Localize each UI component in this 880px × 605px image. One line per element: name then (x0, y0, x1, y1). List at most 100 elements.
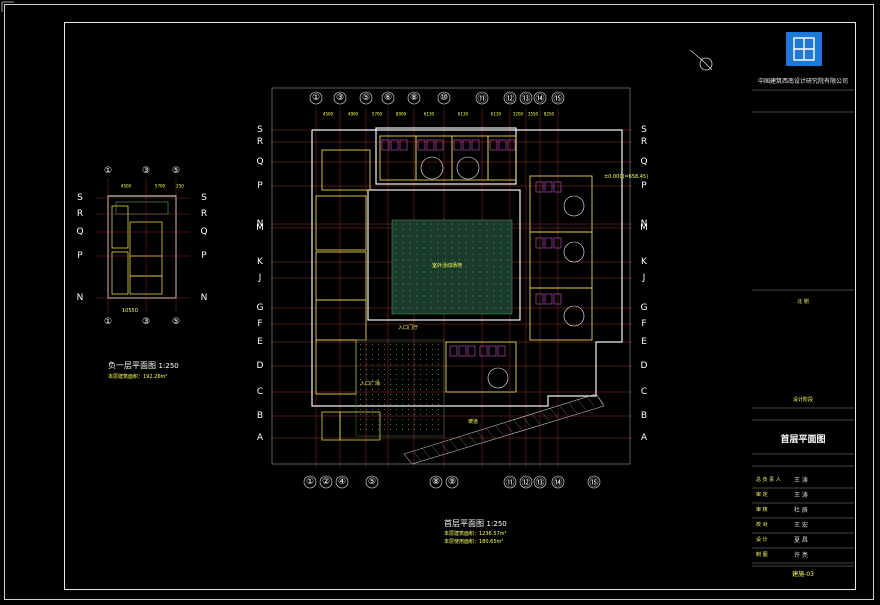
axis-label-left: G (256, 303, 264, 313)
titleblock-header: 北 侧 (797, 299, 809, 305)
main-plan-title: 首层平面图 (444, 519, 484, 528)
side-axis-left: Q (76, 227, 84, 237)
titleblock-field-label: 审 定 (756, 492, 768, 498)
axis-label-left: D (256, 361, 264, 371)
axis-label-right: M (640, 223, 648, 233)
side-axis-bottom: ① (103, 317, 113, 327)
titleblock-field-value: 许 亮 (794, 552, 808, 559)
axis-bubble-bottom (429, 475, 443, 489)
side-dimension: 4500 (120, 183, 132, 189)
side-axis-right: P (201, 251, 207, 261)
titleblock-field-label: 总 负 责 人 (756, 477, 781, 483)
axis-bubble-bottom (335, 475, 349, 489)
axis-label-left: M (256, 223, 264, 233)
side-area-line: 本层建筑面积：192.26m² (108, 374, 168, 380)
side-axis-top: ① (103, 166, 113, 176)
axis-label-left: J (258, 273, 262, 283)
titleblock-field-value: 王 宏 (794, 522, 808, 529)
titleblock-field-label: 制 图 (756, 552, 768, 558)
main-plan-scale: 1:250 (486, 520, 507, 528)
axis-label-right: D (640, 361, 648, 371)
title-block-lines (752, 89, 854, 567)
axis-label-top: ⑧ (409, 93, 419, 103)
axis-label-bottom: ⑭ (553, 478, 563, 489)
axis-bubble-top (503, 91, 517, 105)
axis-label-right: C (640, 387, 648, 397)
dimension-top: 8250 (543, 111, 555, 117)
sheet-number: 建施-03 (792, 571, 814, 578)
titleblock-field-value: 王 涛 (794, 477, 808, 484)
main-floor-plan (270, 87, 632, 489)
company-name: 中国建筑西南设计研究院有限公司 (757, 78, 848, 85)
axis-bubble-bottom (519, 475, 533, 489)
side-plan-scale: 1:250 (158, 362, 179, 370)
axis-bubble-top (533, 91, 547, 105)
axis-label-left: A (256, 433, 264, 443)
titleblock-field-value: 夏 昌 (794, 537, 808, 544)
axis-label-bottom: ④ (337, 477, 347, 487)
axis-label-right: F (641, 319, 647, 329)
axis-label-bottom: ⑤ (367, 477, 377, 487)
axis-label-top: ⑩ (439, 93, 449, 103)
axis-label-right: K (641, 257, 647, 267)
axis-label-bottom: ① (305, 477, 315, 487)
design-stage-stamp: 设计阶段 (792, 397, 813, 403)
side-plan-title: 负一层平面图 (108, 361, 156, 370)
axis-label-top: ⑥ (383, 93, 393, 103)
axis-label-top: ⑫ (505, 94, 515, 105)
axis-label-top: ③ (335, 93, 345, 103)
axis-label-right: R (640, 137, 648, 147)
drawing-outer-frame (4, 4, 874, 600)
axis-label-bottom: ② (321, 477, 331, 487)
axis-label-top: ⑮ (553, 94, 563, 105)
axis-label-right: S (641, 125, 647, 135)
dimension-top: 5700 (371, 111, 383, 117)
dimension-top: 3550 (527, 111, 539, 117)
side-axis-top: ⑤ (171, 166, 181, 176)
axis-label-top: ⑤ (361, 93, 371, 103)
axis-label-right: J (642, 273, 646, 283)
axis-label-right: N (640, 219, 648, 229)
main-area-line-1: 本层建筑面积：1236.57m² (444, 531, 507, 537)
dimension-top: 8000 (395, 111, 407, 117)
axis-bubble-bottom (587, 475, 601, 489)
plaza-label: 入口广场 (360, 381, 381, 387)
dimension-top: 4500 (322, 111, 334, 117)
basement-floor-plan (96, 178, 190, 312)
side-axis-right: Q (200, 227, 208, 237)
axis-label-right: G (640, 303, 648, 313)
north-arrow-icon (689, 49, 713, 71)
axis-label-top: ① (311, 93, 321, 103)
axis-bubble-bottom (503, 475, 517, 489)
axis-bubble-top (551, 91, 565, 105)
elevation-note: ±0.000(=658.45) (604, 174, 649, 180)
axis-label-left: K (257, 257, 263, 267)
window-corner-icon (1, 1, 14, 12)
courtyard-label: 室外活动场地 (432, 263, 463, 269)
axis-label-right: A (640, 433, 648, 443)
titleblock-field-label: 审 核 (756, 507, 768, 513)
axis-bubble-top (519, 91, 533, 105)
titleblock-field-label: 校 对 (756, 522, 768, 528)
dimension-top: 6130 (490, 111, 502, 117)
side-axis-left: S (77, 193, 83, 203)
axis-bubble-bottom (365, 475, 379, 489)
axis-bubble-bottom (319, 475, 333, 489)
axis-bubble-top (333, 91, 347, 105)
axis-label-bottom: ⑬ (535, 478, 545, 489)
side-total-dim: 10550 (122, 308, 138, 314)
axis-label-right: P (641, 181, 647, 191)
axis-label-bottom: ⑨ (447, 477, 457, 487)
axis-bubble-top (407, 91, 421, 105)
axis-bubble-top (437, 91, 451, 105)
drawing-title: 首层平面图 (780, 435, 826, 445)
axis-label-top: ⑪ (477, 94, 487, 105)
side-axis-left: R (76, 209, 84, 219)
courtyard-hatch (391, 219, 513, 315)
dimension-top: 4900 (347, 111, 359, 117)
axis-label-right: Q (640, 157, 648, 167)
axis-label-right: B (640, 411, 648, 421)
axis-label-left: E (257, 337, 263, 347)
axis-label-bottom: ⑮ (589, 478, 599, 489)
